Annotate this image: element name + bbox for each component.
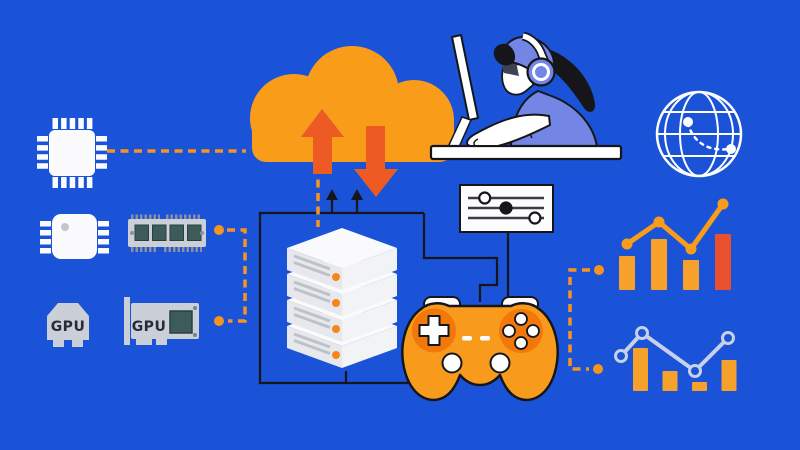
bar bbox=[692, 382, 707, 391]
server-box-outline bbox=[258, 211, 450, 385]
hand-finger-line bbox=[473, 138, 479, 147]
gpu-chip-label: GPU bbox=[51, 319, 86, 335]
data-point bbox=[635, 326, 649, 340]
chip-pin1-dot bbox=[61, 223, 69, 231]
data-point bbox=[621, 238, 633, 250]
settings-sliders bbox=[468, 191, 544, 225]
data-point bbox=[721, 331, 735, 345]
ram-chip bbox=[169, 224, 184, 241]
chart-fluctuation bbox=[614, 326, 737, 391]
data-point bbox=[688, 364, 702, 378]
trend-line bbox=[619, 331, 730, 373]
action-button bbox=[514, 312, 528, 326]
player-arm bbox=[466, 113, 552, 147]
ram-chip bbox=[134, 224, 149, 241]
upload-arrow-icon bbox=[301, 109, 344, 174]
select-button bbox=[462, 336, 472, 341]
cloud-icon bbox=[250, 46, 454, 197]
action-button bbox=[526, 324, 540, 338]
gpu-chip-icon: GPU bbox=[47, 303, 89, 347]
data-point bbox=[717, 198, 729, 210]
ram-module-icon bbox=[128, 214, 206, 252]
gpu-die bbox=[169, 310, 193, 334]
action-button bbox=[502, 324, 516, 338]
data-point bbox=[685, 243, 697, 255]
connector-dots bbox=[214, 225, 604, 374]
chart-trend-up bbox=[619, 198, 731, 290]
up-arrowhead-icon bbox=[351, 189, 363, 200]
trend-line bbox=[624, 201, 726, 252]
slider-knob bbox=[499, 201, 513, 215]
start-button bbox=[480, 336, 490, 341]
connector-dot bbox=[214, 225, 224, 235]
monitor-icon bbox=[451, 34, 479, 121]
globe-network-icon bbox=[655, 90, 743, 178]
ram-chip bbox=[152, 224, 167, 241]
connector-dot bbox=[214, 316, 224, 326]
download-arrow-icon bbox=[354, 126, 398, 197]
buttons-circle bbox=[499, 309, 543, 353]
bar bbox=[715, 234, 731, 290]
bar bbox=[721, 360, 737, 391]
gpu-card-icon: GPU bbox=[124, 297, 199, 345]
connector-dot bbox=[594, 265, 604, 275]
bar bbox=[662, 371, 678, 391]
action-button bbox=[514, 336, 528, 350]
bar bbox=[683, 260, 699, 290]
dpad-cross-icon bbox=[418, 315, 450, 346]
settings-sliders-icon bbox=[459, 184, 554, 233]
black-connector-lines bbox=[258, 189, 510, 385]
hair-bang bbox=[493, 43, 516, 66]
gamepad-to-charts-dashed-bracket bbox=[568, 268, 590, 371]
slider-knob bbox=[478, 191, 492, 205]
slider-knob bbox=[528, 211, 542, 225]
bar bbox=[633, 348, 648, 391]
data-point bbox=[653, 216, 665, 228]
player-at-desk-illustration bbox=[429, 31, 623, 161]
dashed-orange-connectors bbox=[107, 149, 590, 371]
headphone-earcup-ring bbox=[532, 63, 550, 81]
analog-stick bbox=[489, 352, 511, 374]
ponytail-hair bbox=[543, 50, 596, 112]
route-dashed-curve bbox=[686, 121, 731, 151]
route-point bbox=[683, 117, 693, 127]
data-point bbox=[614, 349, 628, 363]
ram-chip bbox=[187, 224, 202, 241]
headphone-band bbox=[522, 33, 548, 64]
performance-charts bbox=[614, 198, 737, 391]
up-arrowhead-icon bbox=[326, 189, 338, 200]
server-stack-icon bbox=[285, 226, 399, 370]
bar bbox=[619, 256, 635, 290]
route-point bbox=[726, 144, 736, 154]
gpu-card-label: GPU bbox=[132, 319, 167, 335]
bar bbox=[651, 239, 667, 290]
cpu-chip-icon bbox=[37, 118, 107, 188]
headphone-earcup-icon bbox=[526, 57, 556, 87]
soc-chip-icon bbox=[40, 214, 109, 259]
line-to-gamepad bbox=[422, 213, 499, 302]
desk bbox=[429, 144, 623, 161]
connector-dot bbox=[593, 364, 603, 374]
gamepad-icon bbox=[401, 296, 559, 402]
analog-stick bbox=[441, 352, 463, 374]
